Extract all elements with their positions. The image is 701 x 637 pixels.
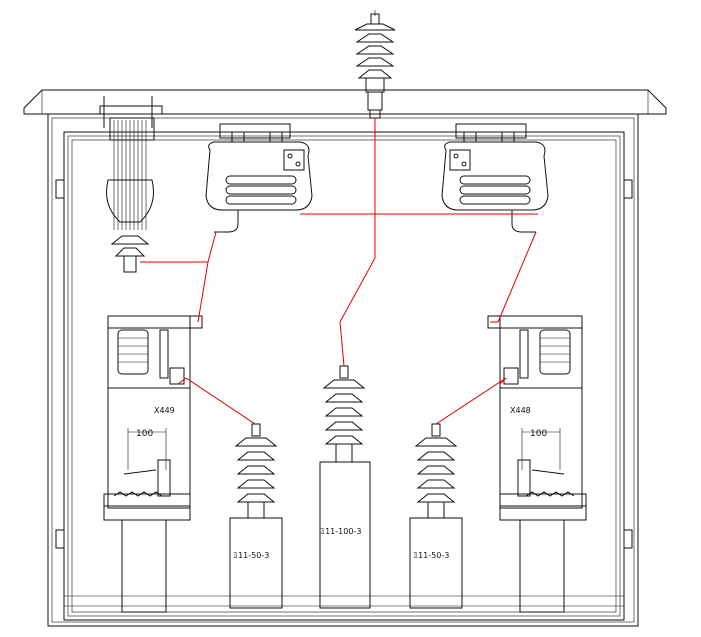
right-unit-code: X448 bbox=[510, 406, 531, 415]
right-transformer bbox=[441, 123, 549, 233]
capacitor-right: 𝟙11-50-3 bbox=[409, 423, 463, 609]
wiring bbox=[140, 118, 538, 425]
capacitor-center: 𝟙11-100-3 bbox=[319, 365, 371, 609]
left-fuse-assembly bbox=[99, 96, 163, 273]
top-surge-arrester bbox=[354, 10, 396, 119]
right-switch-unit: X448 100 bbox=[487, 315, 587, 613]
right-dimension: 100 bbox=[530, 429, 547, 439]
capacitor-left-label: 𝟙11-50-3 bbox=[233, 551, 269, 560]
capacitor-right-label: 𝟙11-50-3 bbox=[413, 551, 449, 560]
left-switch-unit: X449 100 bbox=[103, 315, 203, 613]
left-dimension: 100 bbox=[136, 429, 153, 439]
left-unit-code: X449 bbox=[154, 406, 175, 415]
cabinet-enclosure bbox=[23, 89, 667, 627]
capacitor-center-label: 𝟙11-100-3 bbox=[320, 527, 361, 536]
capacitor-left: 𝟙11-50-3 bbox=[229, 423, 283, 609]
left-transformer bbox=[205, 123, 313, 233]
